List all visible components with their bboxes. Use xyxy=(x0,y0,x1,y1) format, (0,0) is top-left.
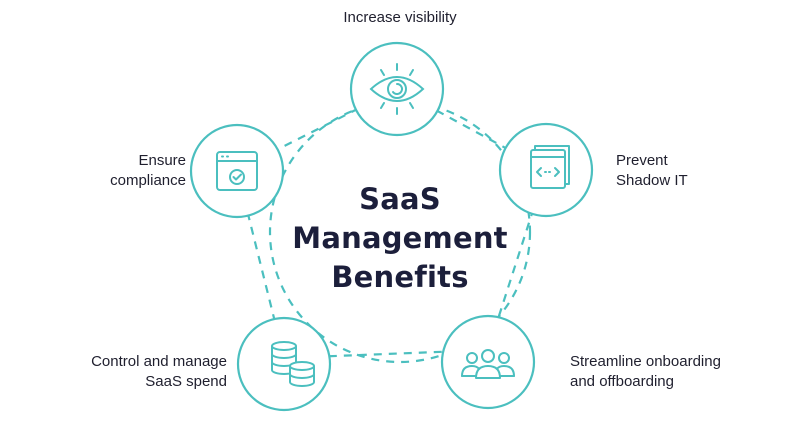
label-line: Ensure xyxy=(138,152,186,169)
coins-icon xyxy=(271,341,315,387)
label-line: SaaS spend xyxy=(145,373,227,390)
label-line: and offboarding xyxy=(570,373,674,390)
label-line: compliance xyxy=(110,172,186,189)
label-line: Increase visibility xyxy=(343,9,457,26)
inner-dashed-ring xyxy=(268,100,532,364)
label-line: Shadow IT xyxy=(616,172,688,189)
checked-window-icon xyxy=(216,151,258,191)
eye-icon xyxy=(369,63,425,115)
center-title-line: SaaS xyxy=(359,182,441,216)
center-title: SaaS Management Benefits xyxy=(250,180,550,297)
label-increase-visibility: Increase visibility xyxy=(250,8,550,28)
center-title-line: Benefits xyxy=(331,260,469,294)
team-icon xyxy=(461,349,515,379)
label-line: Streamline onboarding xyxy=(570,353,721,370)
label-prevent-shadow-it: Prevent Shadow IT xyxy=(616,151,688,191)
center-title-line: Management xyxy=(292,221,508,255)
label-line: Prevent xyxy=(616,152,668,169)
code-window-icon xyxy=(530,145,570,189)
label-streamline-onboarding: Streamline onboarding and offboarding xyxy=(570,352,721,392)
label-line: Control and manage xyxy=(91,353,227,370)
label-ensure-compliance: Ensure compliance xyxy=(110,151,186,191)
node-increase-visibility xyxy=(349,41,445,137)
label-control-spend: Control and manage SaaS spend xyxy=(91,352,227,392)
